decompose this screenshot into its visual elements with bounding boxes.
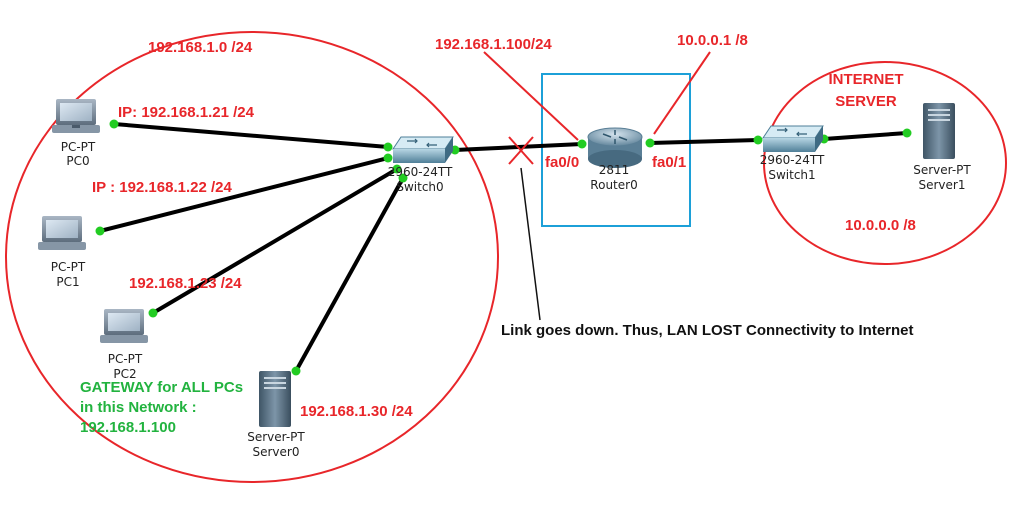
router-fa01-ip-label: 10.0.0.1 /8	[677, 32, 748, 49]
switch1-icon[interactable]	[762, 125, 824, 152]
switch0-icon[interactable]	[392, 136, 454, 163]
lan-subnet-label: 192.168.1.0 /24	[148, 39, 253, 56]
router0-icon[interactable]	[587, 127, 643, 168]
server0-tower-icon[interactable]	[259, 371, 291, 427]
pc0-ip-label: IP: 192.168.1.21 /24	[118, 104, 255, 121]
server0-name-label: Server0	[253, 445, 300, 459]
pointer-link-down	[520, 167, 541, 321]
router0-name-label: Router0	[590, 178, 637, 192]
gateway-note-line1: GATEWAY for ALL PCs	[80, 379, 243, 396]
pc2-ip-label: 192.168.1.23 /24	[129, 275, 242, 292]
fa01-interface-label: fa0/1	[652, 154, 686, 171]
server1-type-label: Server-PT	[913, 163, 971, 177]
pc0-name-label: PC0	[66, 154, 89, 168]
server0-ip-label: 192.168.1.30 /24	[300, 403, 413, 420]
gateway-note-line3: 192.168.1.100	[80, 419, 176, 436]
lan-network-circle	[5, 31, 499, 483]
router-highlight-box	[541, 73, 691, 227]
switch1-name-label: Switch1	[768, 168, 815, 182]
switch1-type-label: 2960-24TT	[760, 153, 825, 167]
pc1-computer-icon[interactable]	[38, 216, 86, 250]
gateway-note-line2: in this Network :	[80, 399, 197, 416]
pc2-name-label: PC2	[113, 367, 136, 381]
pc2-computer-icon[interactable]	[100, 309, 148, 343]
pointer-fa00-ip	[483, 51, 579, 141]
link-pc2-switch0[interactable]	[151, 167, 399, 315]
server1-name-label: Server1	[919, 178, 966, 192]
link-router0-switch1[interactable]	[649, 138, 759, 145]
internet-title-line1: INTERNET	[829, 71, 904, 88]
pc1-type-label: PC-PT	[51, 260, 86, 274]
switch0-name-label: Switch0	[396, 180, 443, 194]
link-down-annotation: Link goes down. Thus, LAN LOST Connectiv…	[501, 322, 914, 339]
router-fa00-ip-label: 192.168.1.100/24	[435, 36, 552, 53]
link-pc0-switch0[interactable]	[113, 122, 389, 149]
internet-subnet-label: 10.0.0.0 /8	[845, 217, 916, 234]
server1-tower-icon[interactable]	[923, 103, 955, 159]
link-pc1-switch0[interactable]	[99, 156, 389, 233]
internet-network-circle	[763, 61, 1007, 265]
pc1-name-label: PC1	[56, 275, 79, 289]
internet-title-line2: SERVER	[835, 93, 897, 110]
pc1-ip-label: IP : 192.168.1.22 /24	[92, 179, 232, 196]
router0-type-label: 2811	[599, 163, 630, 177]
link-server0-switch0[interactable]	[294, 177, 405, 372]
pc2-type-label: PC-PT	[108, 352, 143, 366]
switch0-type-label: 2960-24TT	[388, 165, 453, 179]
pc0-computer-icon[interactable]	[52, 99, 100, 133]
fa00-interface-label: fa0/0	[545, 154, 579, 171]
server0-type-label: Server-PT	[247, 430, 305, 444]
link-down-x-mark	[508, 136, 534, 165]
pointer-fa01-ip	[653, 51, 711, 135]
pc0-type-label: PC-PT	[61, 140, 96, 154]
link-switch1-server1[interactable]	[823, 131, 908, 141]
